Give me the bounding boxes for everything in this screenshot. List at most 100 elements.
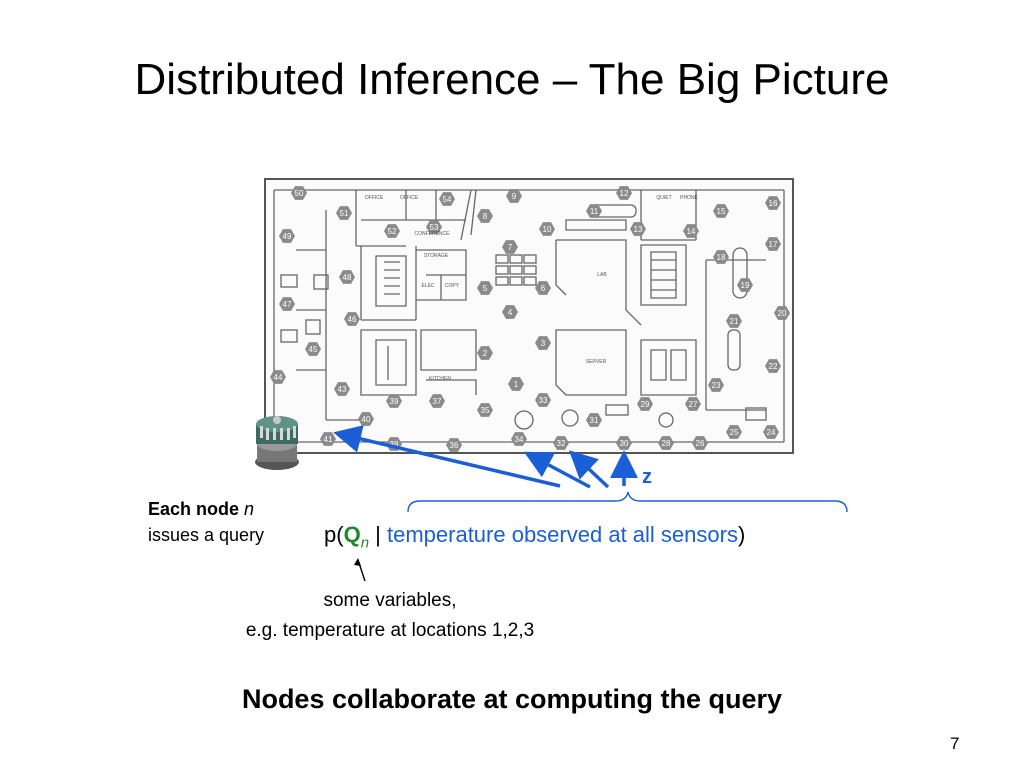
- sensor-hexagon: [726, 425, 742, 439]
- sensor-hexagon: [320, 432, 336, 446]
- sensor-hexagon: [344, 312, 360, 326]
- sensor-label: 26: [696, 439, 705, 448]
- room-label: CONFERENCE: [414, 231, 450, 237]
- sensor-hexagon: [616, 186, 632, 200]
- sensor-26: 26: [692, 436, 708, 450]
- sensor-label: 32: [557, 439, 566, 448]
- sensor-hexagon: [765, 196, 781, 210]
- some-vars-line1: some variables,: [323, 590, 457, 611]
- sensor-hexagon: [586, 413, 602, 427]
- sensor-8: 8: [477, 209, 493, 223]
- sensor-label: 15: [717, 207, 726, 216]
- sensor-hexagon: [279, 297, 295, 311]
- room-label: PHONE: [680, 195, 698, 201]
- sensor-hexagon: [477, 403, 493, 417]
- sensor-hexagon: [685, 397, 701, 411]
- each-node-var: n: [244, 499, 255, 519]
- sensor-label: 20: [778, 309, 787, 318]
- evidence-brace: [407, 491, 848, 513]
- sensor-32: 32: [553, 436, 569, 450]
- sensor-label: 11: [590, 207, 599, 216]
- conclusion-text: Nodes collaborate at computing the query: [241, 684, 783, 714]
- sensor-41: 41: [320, 432, 336, 446]
- sensor-hexagon: [477, 209, 493, 223]
- sensor-hexagon: [506, 189, 522, 203]
- sensor-hexagon: [334, 382, 350, 396]
- sensor-2: 2: [477, 346, 493, 360]
- formula-open: p(: [324, 522, 344, 547]
- room-label: COPY: [445, 283, 460, 289]
- sensor-1: 1: [508, 377, 524, 391]
- room-label: QUIET: [656, 195, 671, 201]
- sensor-label: 49: [283, 232, 292, 241]
- sensor-hexagon: [336, 206, 352, 220]
- sensor-label: 29: [641, 400, 650, 409]
- sensor-label: 54: [443, 195, 452, 204]
- sensor-49: 49: [279, 229, 295, 243]
- each-node-bold: Each node: [148, 499, 245, 519]
- sensor-label: 22: [769, 362, 778, 371]
- z-label: z: [642, 466, 652, 488]
- sensor-label: 8: [483, 212, 488, 221]
- sensor-label: 16: [769, 199, 778, 208]
- sensor-34: 34: [511, 432, 527, 446]
- sensor-label: 23: [712, 381, 721, 390]
- page-number: 7: [950, 734, 960, 753]
- sensor-hexagon: [429, 394, 445, 408]
- sensor-7: 7: [502, 240, 518, 254]
- sensor-47: 47: [279, 297, 295, 311]
- sensor-24: 24: [763, 425, 779, 439]
- sensor-label: 2: [483, 349, 488, 358]
- sensor-hexagon: [692, 436, 708, 450]
- sensor-6: 6: [535, 281, 551, 295]
- room-label: OFFICE: [400, 195, 419, 201]
- sensor-hexagon: [386, 394, 402, 408]
- sensor-label: 30: [620, 439, 629, 448]
- sensor-label: 28: [662, 439, 671, 448]
- sensor-label: 18: [717, 253, 726, 262]
- some-variables-note: some variables, e.g. temperature at loca…: [180, 586, 600, 646]
- sensor-label: 51: [340, 209, 349, 218]
- sensor-hexagon: [279, 229, 295, 243]
- sensor-hexagon: [508, 377, 524, 391]
- sensor-hexagon: [477, 281, 493, 295]
- sensor-hexagon: [305, 342, 321, 356]
- sensor-50: 50: [291, 186, 307, 200]
- sensor-31: 31: [586, 413, 602, 427]
- sensor-hexagon: [270, 370, 286, 384]
- sensor-23: 23: [708, 378, 724, 392]
- formula-var: Q: [343, 522, 361, 547]
- sensor-label: 24: [767, 428, 776, 437]
- sensor-label: 13: [634, 225, 643, 234]
- message-arrow-2: [568, 450, 610, 489]
- sensor-hexagon: [439, 192, 455, 206]
- sensor-25: 25: [726, 425, 742, 439]
- sensor-label: 35: [481, 406, 490, 415]
- sensor-label: 45: [309, 345, 318, 354]
- sensor-label: 21: [730, 317, 739, 326]
- sensor-10: 10: [539, 222, 555, 236]
- sensor-4: 4: [502, 305, 518, 319]
- sensor-hexagon: [502, 305, 518, 319]
- sensor-node-robot: [248, 410, 306, 472]
- sensor-27: 27: [685, 397, 701, 411]
- sensor-label: 46: [348, 315, 357, 324]
- sensor-label: 44: [274, 373, 283, 382]
- sensor-hexagon: [535, 393, 551, 407]
- sensor-label: 53: [430, 223, 439, 232]
- sensor-hexagon: [765, 359, 781, 373]
- sensor-hexagon: [658, 436, 674, 450]
- room-label: LAB: [597, 272, 607, 278]
- sensor-48: 48: [339, 270, 355, 284]
- sensor-16: 16: [765, 196, 781, 210]
- sensor-hexagon: [339, 270, 355, 284]
- sensor-label: 19: [741, 281, 750, 290]
- sensor-label: 25: [730, 428, 739, 437]
- sensor-label: 17: [769, 240, 778, 249]
- sensor-label: 14: [687, 227, 696, 236]
- sensor-label: 41: [324, 435, 333, 444]
- sensor-19: 19: [737, 278, 753, 292]
